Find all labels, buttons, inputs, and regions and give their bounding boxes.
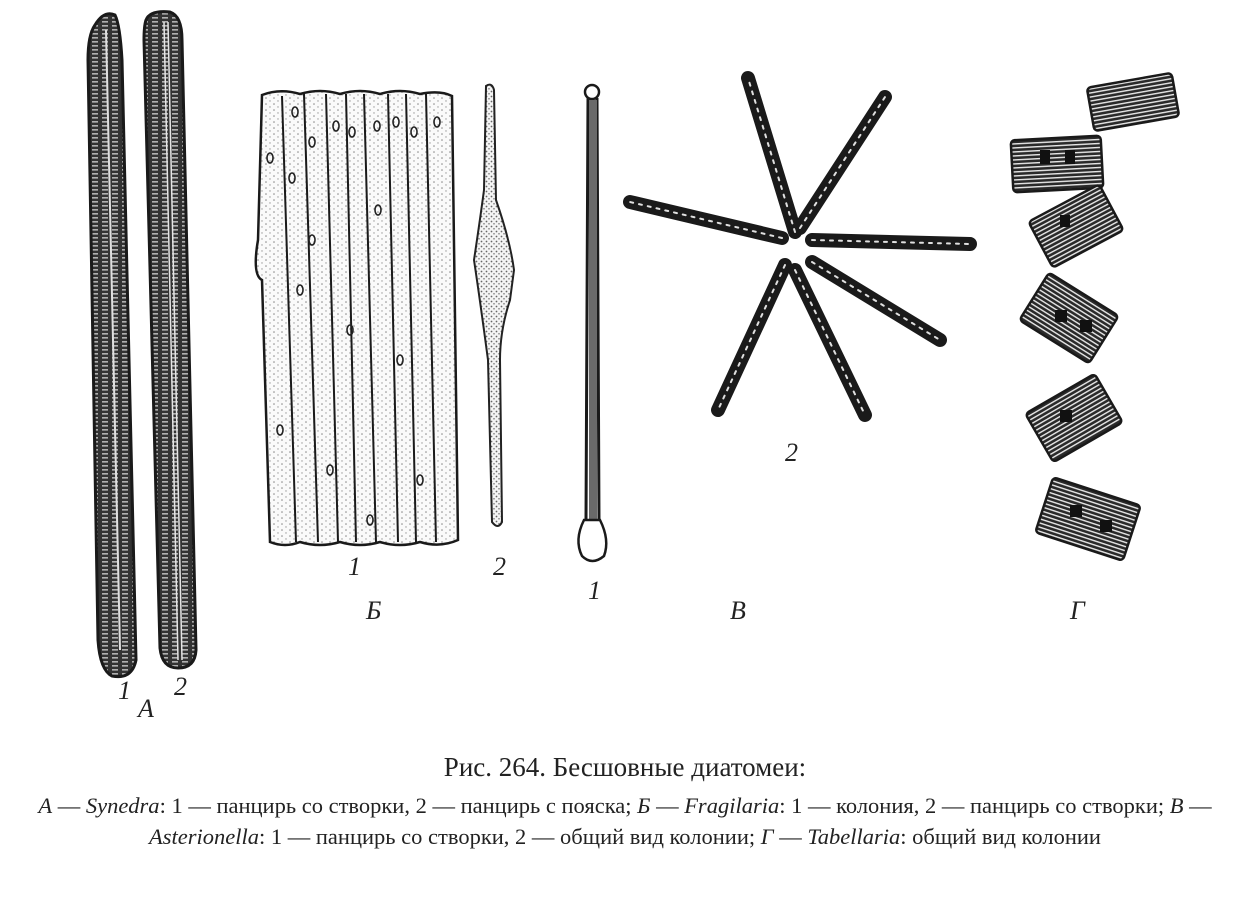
label-a1: 1 [118, 676, 131, 705]
label-v1: 1 [588, 576, 601, 605]
caption-b-text: : 1 — колония, 2 — панцирь со створки; [779, 793, 1170, 818]
caption-a-letter: А [38, 793, 53, 818]
figure-caption-title: Рис. 264. Бесшовные диатомеи: [443, 752, 807, 782]
caption-a-genus: Synedra [85, 793, 160, 818]
caption-v-genus: Asterionella [149, 824, 260, 849]
label-g: Г [1070, 596, 1085, 625]
tabellaria-colony [1009, 72, 1180, 562]
label-b2: 2 [493, 552, 506, 581]
caption-g-genus: Tabellaria [807, 824, 901, 849]
label-a2: 2 [174, 672, 187, 701]
label-v2: 2 [785, 438, 798, 467]
caption-g-letter: Г [760, 824, 774, 849]
fragilaria-colony-1 [254, 89, 460, 547]
caption-b-letter: Б [637, 793, 651, 818]
figure-caption-body: А — Synedra: 1 — панцирь со створки, 2 —… [38, 793, 1212, 849]
caption-b-genus: Fragilaria [684, 793, 780, 818]
caption-g-text: : общий вид колонии [900, 824, 1101, 849]
label-a: А [138, 694, 154, 723]
caption-v-text: : 1 — панцирь со створки, 2 — общий вид … [259, 824, 761, 849]
caption-v-letter: В [1169, 793, 1184, 818]
figure-illustration: 1 2 А 1 2 Б 1 2 В Г [86, 10, 1180, 723]
label-b1: 1 [348, 552, 361, 581]
label-b: Б [366, 596, 382, 625]
caption-a-text: : 1 — панцирь со створки, 2 — панцирь с … [159, 793, 638, 818]
diatom-drawings [86, 10, 1180, 679]
fragilaria-valve-2 [472, 83, 516, 527]
label-v: В [730, 596, 746, 625]
synedra-valve-1 [86, 12, 138, 679]
asterionella-valve-1 [577, 83, 608, 563]
asterionella-colony-2 [623, 71, 977, 422]
synedra-girdle-2 [142, 10, 198, 670]
